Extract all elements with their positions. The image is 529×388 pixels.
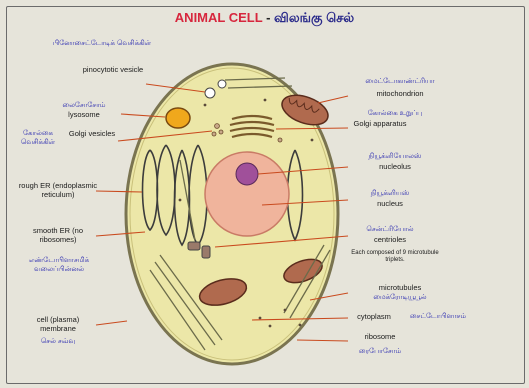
label-centrioles-tamil: சென்ட்ரியோல் xyxy=(345,226,435,235)
label-smooth-er: smooth ER (no ribosomes) xyxy=(18,227,98,244)
label-microtubules: microtubules xyxy=(350,284,450,293)
label-cell-membrane: cell (plasma) membrane xyxy=(18,316,98,333)
label-er-tamil: எண்டோபிளாசமிக் வலைப்பின்னல் xyxy=(14,257,104,274)
label-cytoplasm-tamil: சைட்டோபிளாசம் xyxy=(398,313,478,322)
label-nucleolus: nucleolus xyxy=(345,163,445,172)
label-nucleus: nucleus xyxy=(345,200,435,209)
label-cell-membrane-tamil: செல் சவ்வு xyxy=(18,338,98,347)
label-ribosome-tamil: ரைபோசோம் xyxy=(345,348,415,357)
lysosome-shape xyxy=(166,108,190,128)
label-microtubules-tamil: மைக்ரோடியூபூல் xyxy=(350,294,450,303)
label-golgi-vesicles: Golgi vesicles xyxy=(66,130,118,139)
nucleolus-shape xyxy=(236,163,258,185)
label-centrioles-note: Each composed of 9 microtubule triplets. xyxy=(345,250,445,264)
label-pinocytotic-vesicle: pinocytotic vesicle xyxy=(78,66,148,75)
label-golgi-apparatus-tamil: கோல்கை உறுப்பு xyxy=(350,110,440,119)
label-golgi-apparatus: Golgi apparatus xyxy=(350,120,410,129)
label-centrioles: centrioles xyxy=(345,236,435,245)
label-lysosome: lysosome xyxy=(44,111,124,120)
pinocytotic-vesicle-shape xyxy=(205,88,215,98)
pinocytotic-vesicle-shape-2 xyxy=(218,80,226,88)
label-pinocytotic-tamil: பினோசைட்டோடிக் வெசிக்கிள் xyxy=(52,40,152,49)
label-mitochondrion: mitochondrion xyxy=(340,90,460,99)
label-mitochondrion-tamil: மைட்டோகாண்ட்ரியா xyxy=(340,78,460,87)
label-ribosome: ribosome xyxy=(350,333,410,342)
label-nucleus-tamil: நியூக்ளியஸ் xyxy=(345,190,435,199)
label-rough-er: rough ER (endoplasmic reticulum) xyxy=(18,182,98,199)
label-nucleolus-tamil: நியூக்ளியோலஸ் xyxy=(345,153,445,162)
label-golgi-vesicles-tamil: கோல்கை வெசிக்கிள் xyxy=(10,130,66,147)
label-cytoplasm: cytoplasm xyxy=(348,313,400,322)
